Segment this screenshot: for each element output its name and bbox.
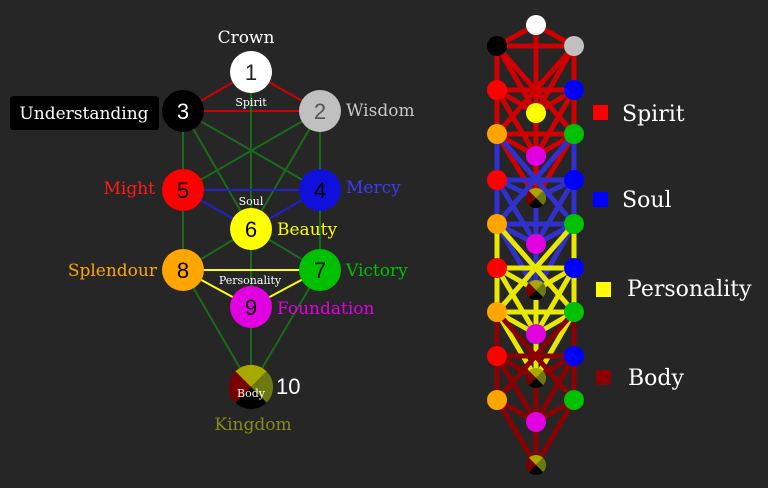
sephirah-8-number: 8: [177, 258, 189, 283]
legend-label-soul: Soul: [622, 188, 672, 213]
extended-tree-diagram: [487, 15, 584, 476]
legend-swatch-personality: [596, 282, 611, 297]
legend-item-body: Body: [596, 366, 684, 391]
sephirah-9-number: 9: [245, 295, 257, 320]
label-wisdom: Wisdom: [346, 101, 415, 121]
sephirah-1: 1: [230, 51, 272, 93]
legend-swatch-spirit: [593, 105, 608, 120]
sephirah-7: 7: [299, 249, 341, 291]
sephirah-7-number: 7: [314, 258, 326, 283]
understanding-label-box: [10, 96, 159, 130]
sephirah-1-number: 1: [245, 60, 257, 85]
triangle-label-body: Body: [237, 387, 266, 400]
triangle-label-soul: Soul: [239, 195, 264, 208]
legend-item-personality: Personality: [596, 277, 752, 302]
label-understanding: Understanding: [19, 104, 148, 124]
sephirah-9: 9: [230, 286, 272, 328]
sephirah-5: 5: [162, 169, 204, 211]
sephirah-4-number: 4: [314, 178, 326, 203]
sephirah-6-number: 6: [245, 217, 257, 242]
legend-swatch-body: [596, 370, 611, 385]
legend-label-spirit: Spirit: [622, 102, 685, 127]
sephirah-10-number: 10: [276, 374, 300, 399]
sephirah-2-number: 2: [314, 99, 326, 124]
label-beauty: Beauty: [277, 220, 337, 240]
legend-item-spirit: Spirit: [593, 102, 685, 127]
triangle-label-personality: Personality: [219, 274, 282, 287]
label-mercy: Mercy: [346, 178, 401, 198]
label-splendour: Splendour: [68, 261, 158, 281]
legend-item-soul: Soul: [593, 188, 672, 213]
sephirah-8: 8: [162, 249, 204, 291]
label-foundation: Foundation: [277, 299, 375, 319]
legend-label-personality: Personality: [627, 277, 752, 302]
sephirah-6: 6: [230, 208, 272, 250]
sephirah-4: 4: [299, 169, 341, 211]
sephirah-10: 10: [228, 364, 300, 410]
sephirah-2: 2: [299, 90, 341, 132]
sephirah-3-number: 3: [177, 99, 189, 124]
label-victory: Victory: [345, 261, 408, 281]
legend-label-body: Body: [628, 366, 684, 391]
label-crown: Crown: [218, 28, 275, 48]
label-might: Might: [103, 179, 155, 199]
sephirah-3: 3: [162, 90, 204, 132]
legend-swatch-soul: [593, 192, 608, 207]
label-kingdom: Kingdom: [214, 415, 291, 435]
legend: Spirit Soul Personality Body: [593, 102, 752, 391]
triangle-label-spirit: Spirit: [235, 96, 267, 109]
sephirah-5-number: 5: [177, 178, 189, 203]
